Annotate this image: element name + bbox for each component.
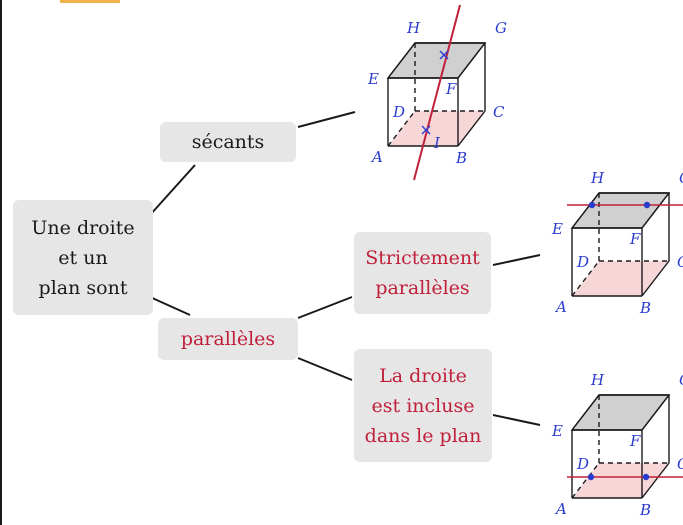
hidden-edge-0: [387, 110, 416, 147]
secant-line: [413, 4, 461, 181]
vertex-label-E: E: [367, 70, 379, 88]
root-box: Une droite et un plan sont: [13, 200, 153, 315]
incluse-box: La droite est incluse dans le plan: [354, 349, 492, 462]
vertex-label-B: B: [639, 501, 651, 519]
edge-1: [457, 110, 486, 147]
secants-text: sécants: [191, 131, 265, 153]
top-accent: [60, 0, 120, 3]
vertex-label-C: C: [677, 253, 683, 271]
edge-7: [571, 192, 600, 229]
connector-root-paralleles: [149, 296, 191, 316]
connector-secants-cube: [297, 111, 356, 128]
vertex-label-G: G: [495, 19, 507, 37]
vertex-label-B: B: [455, 149, 467, 167]
cube-strictly-parallel: H G ED F C A B: [551, 169, 683, 317]
vertex-label-E: E: [551, 422, 563, 440]
point-on-plane: [587, 473, 595, 481]
cross-mark-0: [439, 50, 449, 60]
edge-1: [641, 462, 670, 499]
edge-7: [571, 394, 600, 431]
strict-text: Strictement parallèles: [365, 247, 480, 299]
face-top: [570, 394, 671, 431]
vertex-label-A: A: [554, 298, 567, 316]
connector-paralleles-strict: [297, 296, 353, 319]
vertex-label-G: G: [679, 169, 683, 187]
vertex-label-H: H: [406, 19, 421, 37]
vertex-label-B: B: [639, 299, 651, 317]
vertex-label-A: A: [370, 148, 383, 166]
hidden-edge-0: [571, 260, 600, 297]
vertex-label-H: H: [590, 371, 605, 389]
paralleles-text: parallèles: [180, 328, 276, 350]
vertex-label-F: F: [629, 432, 641, 450]
point-on-plane: [642, 473, 650, 481]
incluse-text: La droite est incluse dans le plan: [364, 364, 482, 447]
face-bottom: [572, 261, 669, 296]
paralleles-box: parallèles: [158, 318, 298, 360]
edge-7: [387, 42, 416, 79]
face-bottom: [572, 463, 669, 498]
vertex-label-E: E: [551, 220, 563, 238]
cross-mark-1: [421, 125, 431, 135]
point-on-face: [643, 201, 651, 209]
vertex-label-C: C: [493, 103, 505, 121]
vertex-label-G: G: [679, 371, 683, 389]
connectors: [149, 111, 541, 426]
connector-paralleles-incluse: [297, 357, 353, 381]
left-border: [0, 0, 2, 525]
hidden-edge-0: [571, 462, 600, 499]
connector-root-secants: [149, 164, 196, 216]
secants-box: sécants: [160, 122, 296, 162]
vertex-label-F: F: [629, 230, 641, 248]
vertex-label-A: A: [554, 500, 567, 518]
vertex-label-C: C: [677, 455, 683, 473]
face-top: [386, 42, 487, 79]
vertex-label-D: D: [576, 455, 589, 473]
edge-1: [641, 260, 670, 297]
root-text: Une droite et un plan sont: [31, 216, 135, 299]
label-I: I: [433, 134, 441, 152]
point-on-face: [588, 201, 596, 209]
vertex-label-F: F: [445, 80, 457, 98]
face-bottom: [388, 111, 485, 146]
connector-incluse-cube: [492, 414, 541, 426]
vertex-label-D: D: [392, 103, 405, 121]
strict-box: Strictement parallèles: [354, 232, 491, 314]
edge-6: [641, 394, 670, 431]
connector-strict-cube: [492, 254, 541, 266]
edge-6: [457, 42, 486, 79]
vertex-label-D: D: [576, 253, 589, 271]
cube-secants: I H G ED F C A B: [367, 4, 507, 181]
cube-included: H G ED F C A B: [551, 371, 683, 519]
face-top: [570, 192, 671, 229]
vertex-label-H: H: [590, 169, 605, 187]
edge-6: [641, 192, 670, 229]
